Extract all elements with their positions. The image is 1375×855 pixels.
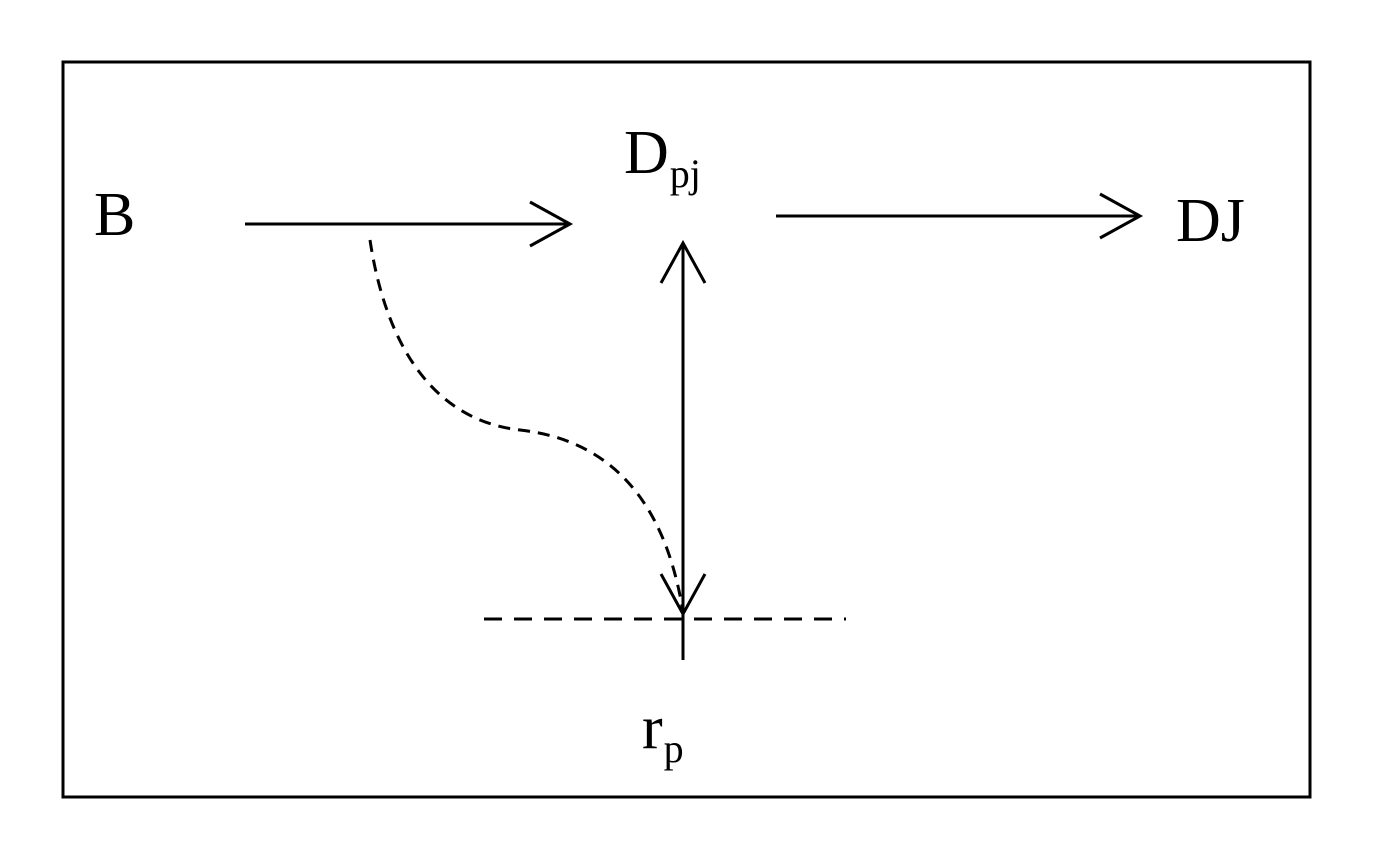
node-dj-text: DJ bbox=[1176, 187, 1245, 255]
node-rp-subscript: p bbox=[663, 726, 684, 771]
arrow-dpj-rp-head-down bbox=[659, 573, 707, 618]
node-rp-base: r bbox=[642, 694, 663, 762]
arrow-dpj-rp-head-up bbox=[659, 239, 707, 284]
arrow-dpj-to-dj-head bbox=[1099, 192, 1144, 240]
dashed-curve-b-to-rp bbox=[368, 239, 685, 613]
node-label-dj: DJ bbox=[1176, 190, 1245, 252]
node-dpj-subscript: pj bbox=[669, 151, 701, 196]
node-b-text: B bbox=[94, 181, 136, 249]
arrow-b-to-dpj-head bbox=[529, 200, 574, 248]
node-label-rp: rp bbox=[642, 694, 684, 769]
diagram-frame bbox=[61, 60, 1312, 799]
node-label-dpj: Dpj bbox=[624, 119, 701, 194]
node-label-b: B bbox=[94, 184, 135, 246]
node-dpj-base: D bbox=[624, 119, 669, 187]
